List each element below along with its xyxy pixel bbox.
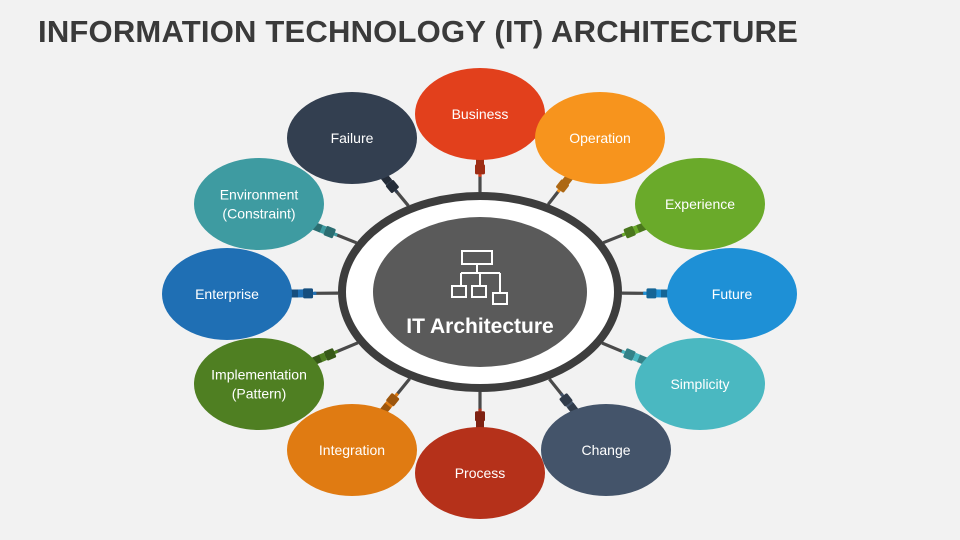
node-future-label: Future (712, 286, 753, 302)
node-simplicity-shape (635, 338, 765, 430)
node-environment-label-2: (Constraint) (222, 206, 295, 222)
node-environment-shape (194, 158, 324, 250)
node-integration-label: Integration (319, 442, 385, 458)
nodes: BusinessOperationExperienceFutureSimplic… (162, 68, 797, 519)
node-operation-label: Operation (569, 130, 630, 146)
connectors (289, 157, 670, 429)
node-experience: Experience (635, 158, 765, 250)
node-enterprise-shape (162, 248, 292, 340)
node-business-label: Business (452, 106, 509, 122)
node-business-shape (415, 68, 545, 160)
connector-environment (312, 222, 358, 245)
node-failure-label: Failure (331, 130, 374, 146)
connector-enterprise (289, 288, 339, 299)
center-label: IT Architecture (406, 315, 553, 338)
connector-operation (546, 174, 573, 206)
node-change-label: Change (581, 442, 630, 458)
center-disc (373, 217, 587, 367)
connector-implementation (311, 341, 359, 366)
node-implementation-label-2: (Pattern) (232, 386, 286, 402)
node-operation-shape (535, 92, 665, 184)
node-operation: Operation (535, 92, 665, 184)
connector-failure (380, 173, 410, 207)
center-hub: IT Architecture (338, 192, 622, 392)
node-process-label: Process (455, 465, 506, 481)
node-enterprise-label: Enterprise (195, 286, 259, 302)
node-future: Future (667, 248, 797, 340)
node-implementation-shape (194, 338, 324, 430)
connector-future (621, 288, 670, 299)
node-environment: Environment (Constraint) (194, 158, 324, 250)
connector-simplicity (601, 341, 648, 366)
node-experience-shape (635, 158, 765, 250)
node-integration: Integration (287, 404, 417, 496)
node-environment-label-1: Environment (220, 187, 299, 203)
node-failure: Failure (287, 92, 417, 184)
node-change: Change (541, 404, 671, 496)
node-integration-shape (287, 404, 417, 496)
hierarchy-chart-icon (451, 250, 508, 305)
node-process: Process (415, 427, 545, 519)
node-failure-shape (287, 92, 417, 184)
node-implementation-label-1: Implementation (211, 367, 307, 383)
connector-change (548, 378, 579, 415)
connector-experience (602, 222, 647, 245)
node-business: Business (415, 68, 545, 160)
connector-business (475, 157, 485, 192)
node-future-shape (667, 248, 797, 340)
node-process-shape (415, 427, 545, 519)
node-change-shape (541, 404, 671, 496)
node-enterprise: Enterprise (162, 248, 292, 340)
node-simplicity: Simplicity (635, 338, 765, 430)
node-implementation: Implementation (Pattern) (194, 338, 324, 430)
slide-title: INFORMATION TECHNOLOGY (IT) ARCHITECTURE (38, 14, 798, 49)
connector-process (475, 392, 485, 429)
connector-integration (379, 377, 411, 415)
node-experience-label: Experience (665, 196, 735, 212)
node-simplicity-label: Simplicity (670, 376, 729, 392)
